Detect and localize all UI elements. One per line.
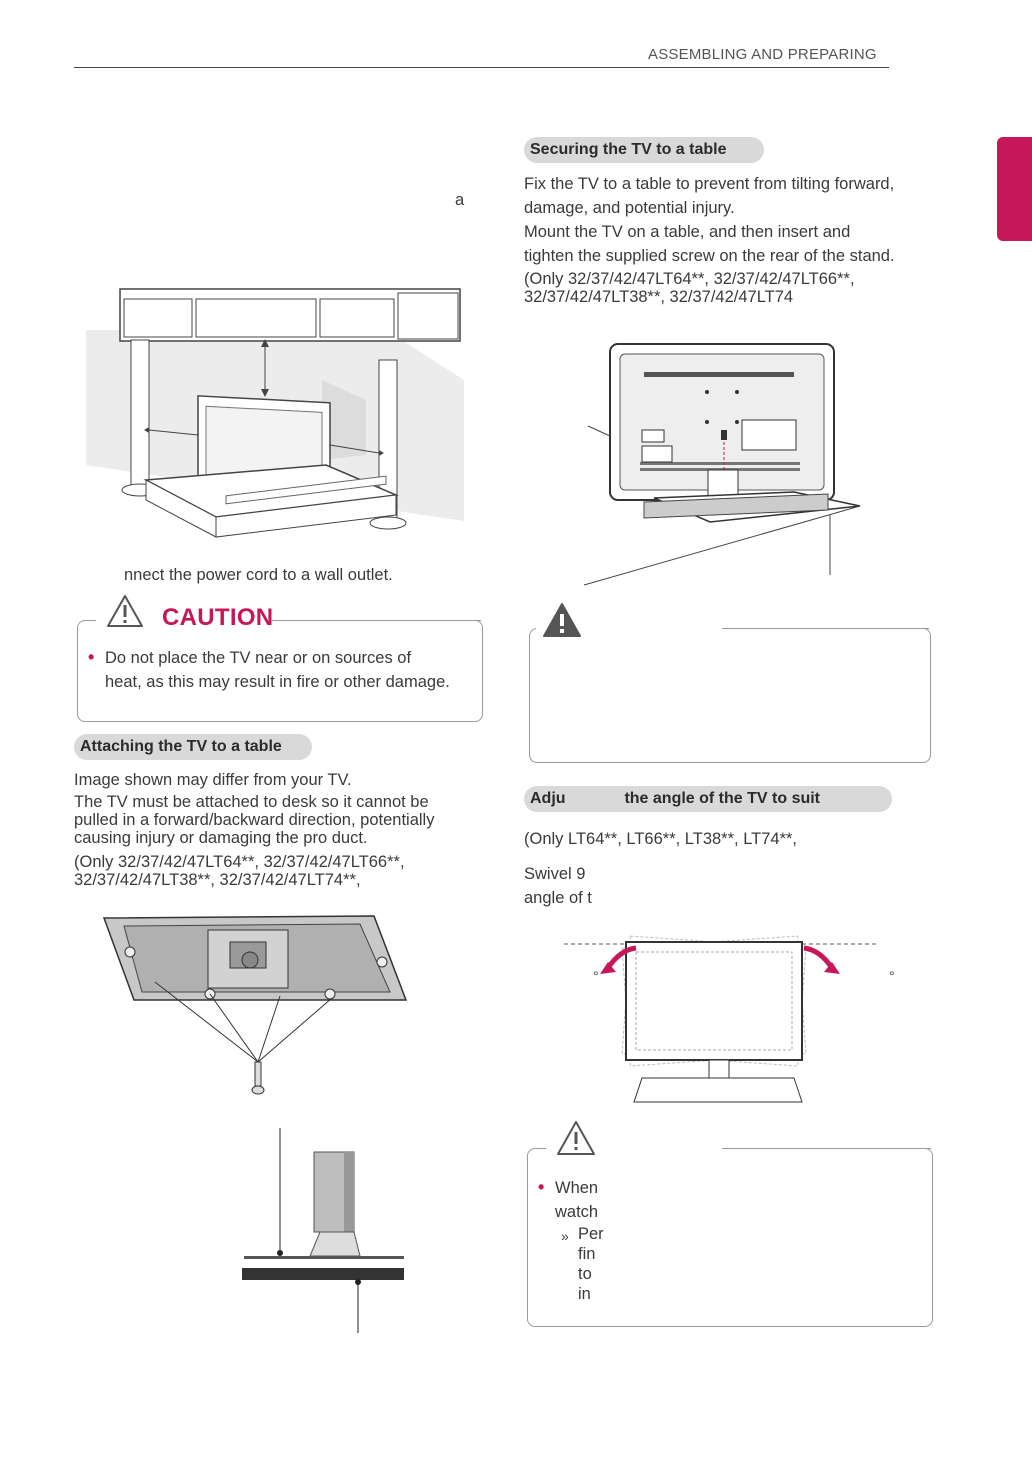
caution-box-2 <box>527 1148 933 1327</box>
caution2-sub2: fin <box>578 1245 596 1263</box>
caution2-sub3: to <box>578 1265 592 1283</box>
securing-models1: (Only 32/37/42/47LT64**, 32/37/42/47LT66… <box>524 270 855 288</box>
warning-box <box>529 628 931 763</box>
tv-swivel-illustration <box>564 935 876 1103</box>
attaching-heading: Attaching the TV to a table <box>74 734 312 760</box>
caution2-line1: When <box>555 1179 599 1197</box>
tv-rear-table-illustration <box>583 343 861 586</box>
adjusting-heading-part1: Adju <box>530 790 566 807</box>
attaching-models1: (Only 32/37/42/47LT64**, 32/37/42/47LT66… <box>74 853 405 871</box>
adjusting-heading: Adju the angle of the TV to suit <box>524 786 892 812</box>
caution2-line2: watch <box>555 1203 599 1221</box>
section-header: ASSEMBLING AND PREPARING <box>648 46 877 63</box>
securing-line4: tighten the supplied screw on the rear o… <box>524 247 895 265</box>
adjusting-heading-part2: the angle of the TV to suit <box>624 790 821 807</box>
attaching-models2: 32/37/42/47LT38**, 32/37/42/47LT74**, <box>74 871 361 889</box>
caution2-sub1: Per <box>578 1225 604 1243</box>
warning-exclamation-icon <box>543 603 581 637</box>
adjusting-models: (Only LT64**, LT66**, LT38**, LT74**, <box>524 830 797 848</box>
sub-bullet-marker: » <box>561 1228 569 1244</box>
securing-line2: damage, and potential injury. <box>524 199 735 217</box>
caution2-sub4: in <box>578 1285 591 1303</box>
language-side-tab <box>997 137 1032 241</box>
stand-side-illustration <box>242 1128 404 1333</box>
degree-right: ° <box>889 968 895 984</box>
caution-title: CAUTION <box>162 604 274 631</box>
stand-bottom-illustration <box>102 915 408 1095</box>
bullet-dot-2: • <box>538 1177 545 1197</box>
degree-left: ° <box>593 968 599 984</box>
tv-placement-illustration <box>86 288 464 538</box>
swivel-line1: Swivel 9 <box>524 865 586 883</box>
warning-triangle-icon <box>557 1121 595 1155</box>
caution-box <box>77 620 483 722</box>
securing-line1: Fix the TV to a table to prevent from ti… <box>524 175 895 193</box>
securing-models2: 32/37/42/47LT38**, 32/37/42/47LT74 <box>524 288 794 306</box>
power-instruction: nnect the power cord to a wall outlet. <box>124 566 393 584</box>
bullet-dot: • <box>88 647 95 667</box>
swivel-line2: angle of t <box>524 889 592 907</box>
attaching-line1: Image shown may differ from your TV. <box>74 771 352 789</box>
warning-triangle-icon <box>107 595 143 627</box>
securing-heading: Securing the TV to a table <box>524 137 764 163</box>
attaching-line2: The TV must be attached to desk so it ca… <box>74 793 435 847</box>
stray-text: a <box>455 191 465 209</box>
caution-text: Do not place the TV near or on sources o… <box>105 649 450 691</box>
header-rule <box>74 67 889 68</box>
securing-line3: Mount the TV on a table, and then insert… <box>524 223 851 241</box>
